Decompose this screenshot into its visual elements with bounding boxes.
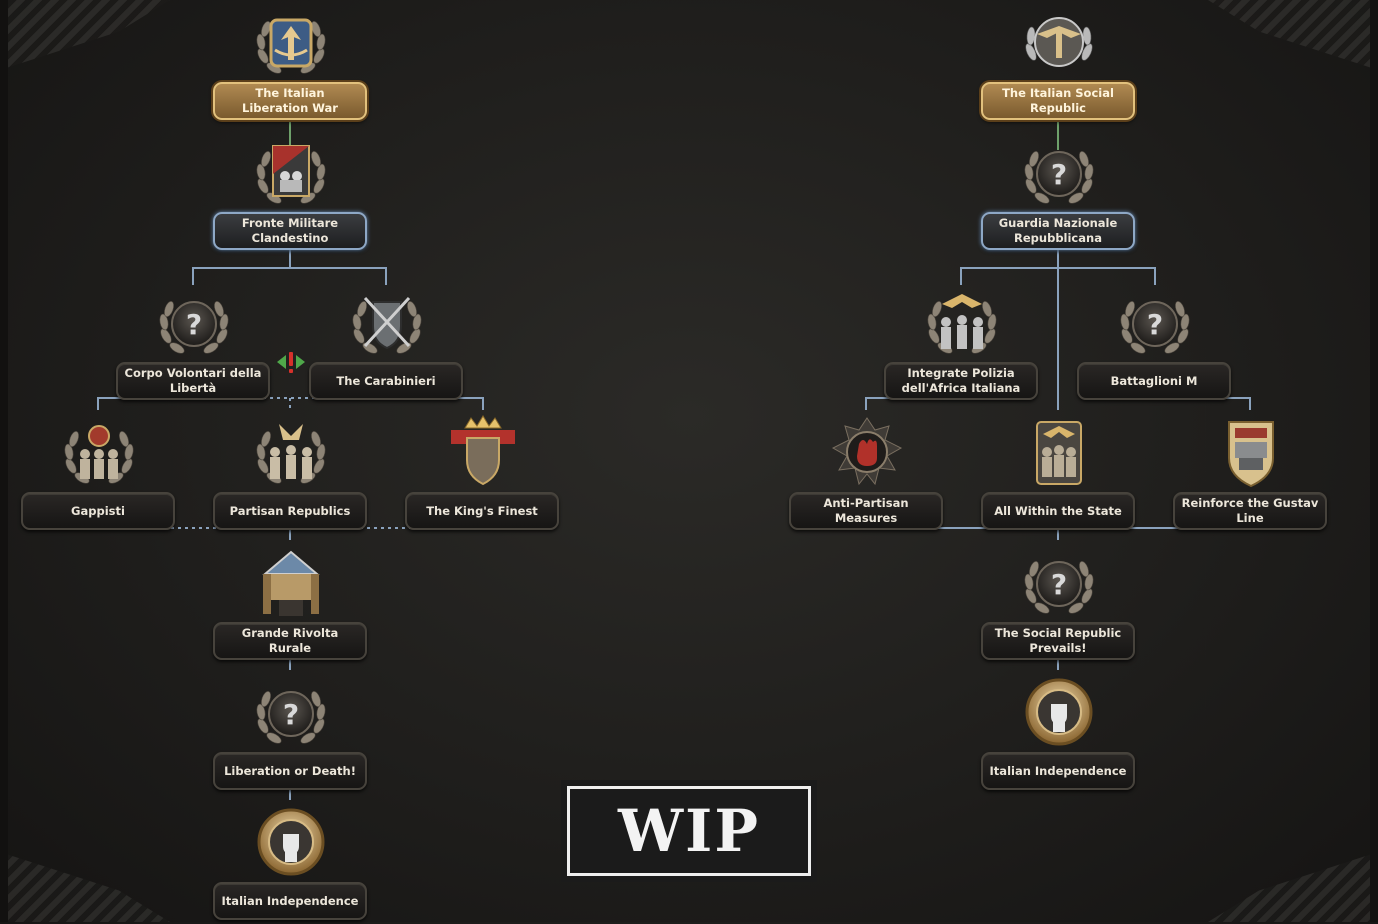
focus-italian-independence-right[interactable]: Italian Independence bbox=[974, 674, 1144, 794]
soldiers-icon bbox=[57, 425, 141, 498]
svg-text:?: ? bbox=[1147, 308, 1163, 341]
focus-title: Anti-Partisan Measures bbox=[789, 492, 943, 530]
focus-fronte-militare-clandestino[interactable]: Fronte Militare Clandestino bbox=[206, 134, 376, 254]
raised-fist-icon bbox=[1025, 678, 1093, 746]
question-mark-wreath-icon: ? bbox=[152, 284, 236, 368]
focus-grande-rivolta-rurale[interactable]: Grande Rivolta Rurale bbox=[206, 544, 376, 664]
mutually-exclusive-icon bbox=[277, 352, 305, 373]
focus-social-republic-prevails[interactable]: ? The Social Republic Prevails! bbox=[974, 544, 1144, 664]
focus-title: Italian Independence bbox=[213, 882, 367, 920]
focus-title: Corpo Volontari della Libertà bbox=[116, 362, 270, 400]
focus-title: The King's Finest bbox=[405, 492, 559, 530]
svg-text:?: ? bbox=[283, 698, 299, 731]
focus-title: Italian Independence bbox=[981, 752, 1135, 790]
frame-edge bbox=[0, 0, 8, 922]
raised-fist-icon bbox=[257, 808, 325, 876]
focus-title: Grande Rivolta Rurale bbox=[213, 622, 367, 660]
focus-all-within-the-state[interactable]: All Within the State bbox=[974, 414, 1144, 534]
focus-title: Battaglioni M bbox=[1077, 362, 1231, 400]
crown-shield-icon bbox=[451, 415, 515, 486]
focus-gappisti[interactable]: Gappisti bbox=[14, 414, 184, 534]
focus-title: The Carabinieri bbox=[309, 362, 463, 400]
focus-title: All Within the State bbox=[981, 492, 1135, 530]
focus-title: Integrate Polizia dell'Africa Italiana bbox=[884, 362, 1038, 400]
bloody-hand-icon bbox=[831, 417, 903, 486]
focus-title: The Social Republic Prevails! bbox=[981, 622, 1135, 660]
focus-title: The Italian Liberation War bbox=[213, 82, 367, 120]
question-mark-wreath-icon: ? bbox=[1113, 284, 1197, 368]
wip-banner: WIP bbox=[561, 780, 817, 882]
frame-edge bbox=[1370, 0, 1378, 922]
wip-text: WIP bbox=[567, 786, 811, 876]
focus-liberation-or-death[interactable]: ? Liberation or Death! bbox=[206, 674, 376, 794]
fasces-eagle-icon bbox=[249, 18, 333, 88]
focus-partisan-republics[interactable]: Partisan Republics bbox=[206, 414, 376, 534]
rural-hut-icon bbox=[262, 550, 320, 616]
focus-italian-social-republic[interactable]: The Italian Social Republic bbox=[974, 4, 1144, 124]
focus-italian-independence-left[interactable]: Italian Independence bbox=[206, 804, 376, 924]
focus-battaglioni-m[interactable]: ? Battaglioni M bbox=[1070, 284, 1240, 404]
fasces-eagle-icon bbox=[1025, 17, 1093, 67]
soldiers-icon bbox=[249, 424, 333, 498]
focus-the-carabinieri[interactable]: The Carabinieri bbox=[302, 284, 472, 404]
crossed-swords-shield-icon bbox=[345, 296, 429, 368]
focus-title: Guardia Nazionale Repubblicana bbox=[981, 212, 1135, 250]
question-mark-wreath-icon: ? bbox=[1017, 544, 1101, 628]
focus-title: Liberation or Death! bbox=[213, 752, 367, 790]
focus-corpo-volontari-della-liberta[interactable]: ? Corpo Volontari della Libertà bbox=[109, 284, 279, 404]
svg-text:?: ? bbox=[186, 308, 202, 341]
focus-italian-liberation-war[interactable]: The Italian Liberation War bbox=[206, 4, 376, 124]
focus-the-kings-finest[interactable]: The King's Finest bbox=[398, 414, 568, 534]
question-mark-wreath-icon: ? bbox=[249, 674, 333, 758]
focus-reinforce-the-gustav-line[interactable]: Reinforce the Gustav Line bbox=[1166, 414, 1336, 534]
focus-title: Fronte Militare Clandestino bbox=[213, 212, 367, 250]
focus-title: Gappisti bbox=[21, 492, 175, 530]
focus-integrate-polizia-africa-italiana[interactable]: Integrate Polizia dell'Africa Italiana bbox=[877, 284, 1047, 404]
fasces-eagle-icon bbox=[920, 294, 1004, 368]
fortification-icon bbox=[1228, 421, 1274, 488]
partisan-flag-icon bbox=[249, 145, 333, 218]
svg-text:?: ? bbox=[1051, 158, 1067, 191]
svg-text:?: ? bbox=[1051, 568, 1067, 601]
focus-anti-partisan-measures[interactable]: Anti-Partisan Measures bbox=[782, 414, 952, 534]
focus-title: The Italian Social Republic bbox=[981, 82, 1135, 120]
focus-guardia-nazionale-repubblicana[interactable]: ? Guardia Nazionale Repubblicana bbox=[974, 134, 1144, 254]
focus-title: Reinforce the Gustav Line bbox=[1173, 492, 1327, 530]
focus-title: Partisan Republics bbox=[213, 492, 367, 530]
soldiers-icon bbox=[1036, 421, 1082, 485]
question-mark-wreath-icon: ? bbox=[1017, 134, 1101, 218]
